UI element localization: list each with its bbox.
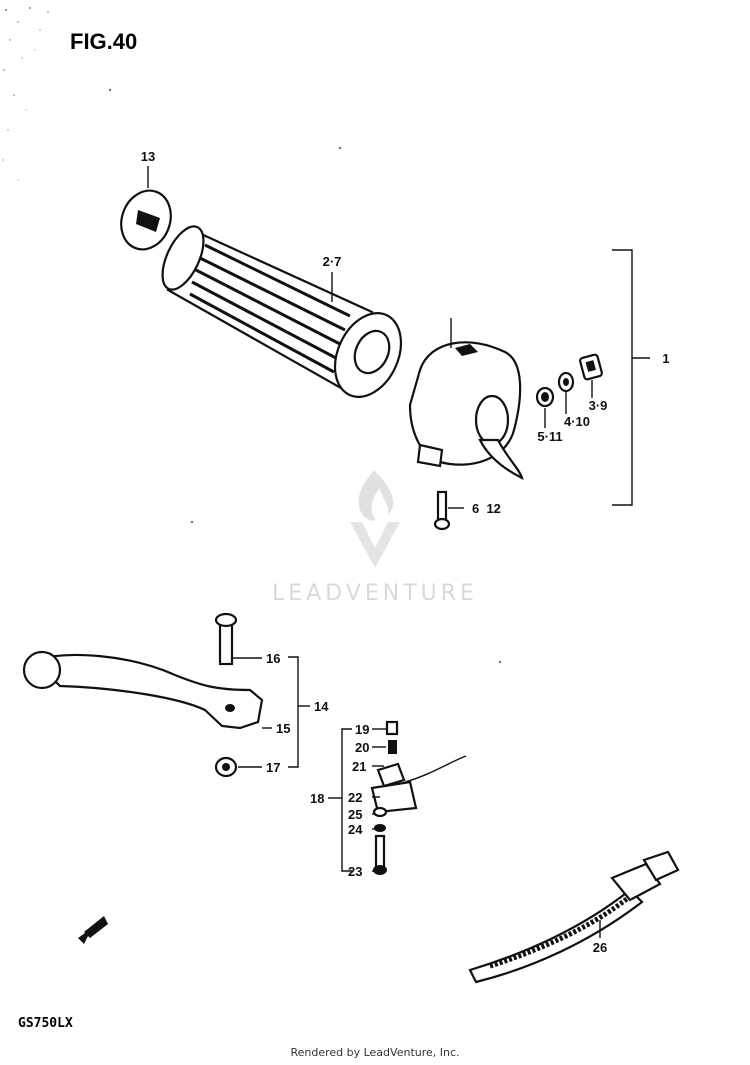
- watermark-logo: [350, 470, 400, 568]
- direction-mark: [78, 916, 108, 944]
- part-lever-bolt: [214, 612, 262, 666]
- callout-20: 20: [355, 740, 369, 755]
- figure-title: FIG.40: [70, 29, 137, 54]
- part-handlebar-grip: [161, 225, 403, 398]
- callout-19: 19: [355, 722, 369, 737]
- callout-15: 15: [276, 721, 290, 736]
- callout-22: 22: [348, 790, 362, 805]
- callout-23: 23: [348, 864, 362, 879]
- part-washer: [557, 371, 575, 414]
- callout-6-12: 6 12: [472, 501, 501, 516]
- part-nut: [535, 386, 555, 428]
- model-code: GS750LX: [18, 1016, 73, 1031]
- callout-16: 16: [266, 651, 280, 666]
- part-brake-lever: [22, 650, 264, 730]
- footer-credit: Rendered by LeadVenture, Inc.: [290, 1046, 460, 1059]
- callout-14: 14: [314, 699, 329, 714]
- part-screw: [433, 490, 464, 531]
- callout-21: 21: [352, 759, 366, 774]
- part-grip-end-cap: [120, 166, 172, 251]
- callout-5-11: 5·11: [537, 429, 562, 444]
- callout-3-9: 3·9: [589, 398, 608, 413]
- part-cable-adjuster: [579, 353, 603, 398]
- callout-2-7: 2·7: [323, 254, 342, 269]
- watermark-text: LEADVENTURE: [272, 581, 478, 606]
- callout-17: 17: [266, 760, 280, 775]
- leaders-assembly-18: [328, 728, 386, 872]
- bracket-assembly-1: [612, 249, 633, 506]
- callout-18: 18: [310, 791, 324, 806]
- part-throttle-housing: [408, 318, 524, 481]
- bracket-assembly-14: [288, 656, 299, 768]
- callout-13: 13: [141, 149, 155, 164]
- callout-4-10: 4·10: [564, 414, 590, 429]
- part-brake-light-switch: [370, 720, 467, 875]
- callout-26: 26: [593, 940, 607, 955]
- callout-1: 1: [662, 351, 669, 366]
- part-lever-nut: [214, 756, 262, 778]
- part-cable-strap: [468, 850, 680, 984]
- callout-24: 24: [348, 822, 363, 837]
- callout-25: 25: [348, 807, 362, 822]
- scan-noise: [2, 7, 502, 664]
